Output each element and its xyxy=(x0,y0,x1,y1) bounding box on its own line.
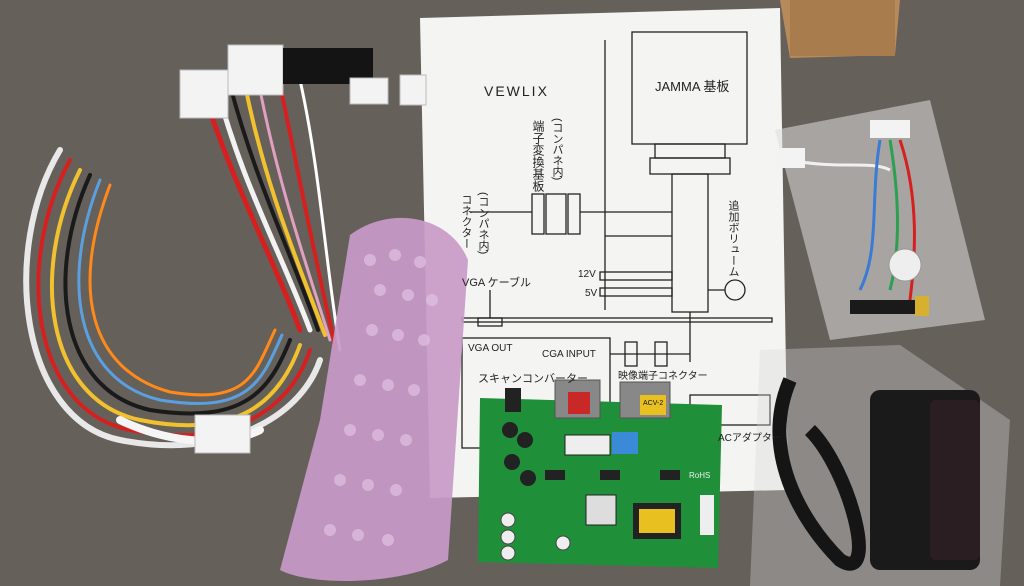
diagram-connector-note: (コンパネ内) xyxy=(477,192,489,255)
harness-connectors xyxy=(179,44,427,454)
adapter-cable xyxy=(772,377,866,571)
rca-tip xyxy=(915,296,929,316)
ac-adapter-side xyxy=(930,400,980,560)
cardboard-box-side xyxy=(790,0,895,56)
pcb-components xyxy=(500,379,714,561)
diagram-connector-label: コネクター xyxy=(460,194,472,249)
diagram-image-connector-label: 映像端子コネクター xyxy=(618,371,708,382)
diagram-12v-label: 12V xyxy=(578,269,596,280)
wiring-diagram xyxy=(461,31,773,449)
diagram-cga-input-label: CGA INPUT xyxy=(542,349,596,360)
diagram-title: VEWLIX xyxy=(484,83,549,99)
bag-connector xyxy=(775,148,805,168)
rca-plug xyxy=(850,300,920,314)
diagram-ac-adapter-label: ACアダプター xyxy=(718,433,782,444)
bubble-wrap-bubbles xyxy=(324,249,438,546)
diagram-5v-label: 5V xyxy=(585,288,598,299)
diagram-volume-label: 追加ボリューム xyxy=(727,200,739,277)
bag-connector-2 xyxy=(870,120,910,138)
pcb-chip-label: ACV-2 xyxy=(643,400,664,407)
diagram-terminal-board-note: (コンパネ内) xyxy=(551,118,563,181)
cable-bag xyxy=(775,100,985,340)
diagram-vga-out-label: VGA OUT xyxy=(468,343,513,354)
bubble-wrap xyxy=(280,217,468,581)
diagram-scan-converter-label: スキャンコンバーター xyxy=(478,373,588,385)
diagram-terminal-board-label: 端子変換基板 xyxy=(531,120,545,192)
pcb-rohs-label: RoHS xyxy=(689,471,711,480)
volume-knob xyxy=(888,248,922,282)
instruction-sheet xyxy=(420,8,788,498)
diagram-jamma-label: JAMMA 基板 xyxy=(655,79,730,94)
diagram-vga-cable-label: VGA ケーブル xyxy=(462,277,532,289)
